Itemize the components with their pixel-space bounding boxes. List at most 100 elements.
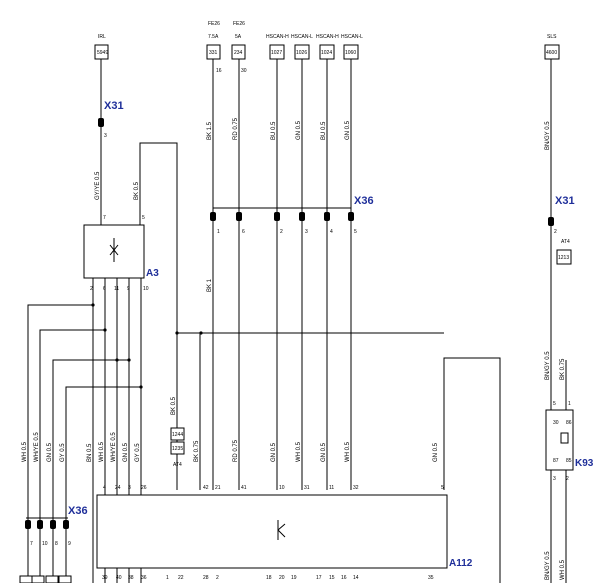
pin-number: 6 bbox=[242, 229, 245, 235]
connector-x31-right: X31 2 bbox=[548, 195, 575, 235]
pin-number: 38 bbox=[128, 575, 134, 581]
ref-fe26-b: FE26 5A 234 30 bbox=[231, 21, 247, 74]
pin-number: 10 bbox=[279, 485, 285, 491]
pin-number: 10 bbox=[42, 541, 48, 547]
pin-number: 5 bbox=[142, 215, 145, 221]
relay-coil-icon bbox=[560, 432, 569, 444]
wire-label: BK 1.5 bbox=[207, 121, 213, 140]
ref-label: SLS bbox=[547, 34, 557, 40]
pin-number: 2 bbox=[90, 286, 93, 292]
ref-fe26-a: FE26 7.5A 331 16 bbox=[206, 21, 222, 74]
wire-label: WH 0.5 bbox=[345, 441, 351, 462]
pin-number: 19 bbox=[291, 575, 297, 581]
wire-label: GN 0.5 bbox=[345, 120, 351, 140]
wires bbox=[27, 59, 567, 583]
component-a112: A112 4 24 3 26 42 21 41 10 31 11 32 5 39… bbox=[96, 485, 473, 581]
wire-label: GN 0.5 bbox=[271, 442, 277, 462]
pin-number: 11 bbox=[329, 485, 334, 491]
pin-number: 5 bbox=[441, 485, 444, 491]
connector-x36-bottom: X36 7 10 8 9 bbox=[19, 505, 88, 583]
ref-hscan-2: HSCAN-L 1026 bbox=[291, 34, 313, 60]
wire-label: GY 0.5 bbox=[60, 443, 66, 462]
pin-number: 28 bbox=[203, 575, 209, 581]
pin-number: 6 bbox=[103, 286, 106, 292]
pin-number: 3 bbox=[128, 485, 131, 491]
pin-number: 7 bbox=[30, 541, 33, 547]
pin-number: 7 bbox=[103, 215, 106, 221]
ref-sls: SLS 4600 bbox=[544, 34, 560, 60]
pin-number: 31 bbox=[304, 485, 310, 491]
pin-number: 2 bbox=[566, 476, 569, 482]
at4-left: 1244 1235 AT4 bbox=[170, 427, 185, 468]
pin-number: 11 bbox=[114, 286, 119, 292]
ref-label: IRL bbox=[98, 34, 106, 40]
connector-x36-top: X36 1 6 2 3 4 5 bbox=[210, 195, 374, 235]
ref-label: HSCAN-L bbox=[341, 34, 363, 40]
pin-number: 87 bbox=[553, 458, 559, 464]
pin-number: 30 bbox=[553, 420, 559, 426]
ref-label: AT4 bbox=[173, 462, 182, 468]
junctions bbox=[91, 303, 203, 389]
ref-label: AT4 bbox=[561, 239, 570, 245]
wire-label: GY 0.5 bbox=[135, 443, 141, 462]
connector-name: X36 bbox=[354, 195, 374, 207]
pin-number: 8 bbox=[55, 541, 58, 547]
pin-number: 2 bbox=[280, 229, 283, 235]
component-a3: A3 7 5 2 6 11 9 10 bbox=[83, 215, 159, 292]
component-name: A112 bbox=[449, 558, 473, 569]
pin-number: 21 bbox=[215, 485, 221, 491]
wire-label: BN/GY 0.5 bbox=[545, 551, 551, 580]
ref-box bbox=[544, 44, 560, 60]
wire-label: GN 0.5 bbox=[296, 120, 302, 140]
pin-number: 16 bbox=[216, 68, 222, 74]
connector-x31-left: X31 3 bbox=[98, 100, 124, 139]
ref-box-text: 331 bbox=[209, 50, 218, 56]
wire-label: GN 0.5 bbox=[321, 442, 327, 462]
transistor-icon bbox=[109, 238, 119, 262]
wire-label: BN/GY 0.5 bbox=[545, 351, 551, 380]
wire-label: BU 0.5 bbox=[271, 121, 277, 140]
pin-number: 5 bbox=[553, 401, 556, 407]
ref-box-text: 1235 bbox=[172, 446, 183, 452]
wire-label: BN 0.5 bbox=[87, 443, 93, 462]
pin-number: 30 bbox=[241, 68, 247, 74]
ref-hscan-1: HSCAN-H 1027 bbox=[266, 34, 289, 60]
wire-label: WH 0.5 bbox=[99, 441, 105, 462]
pin-number: 39 bbox=[102, 575, 108, 581]
wire-label: BK 1 bbox=[207, 278, 213, 292]
a112-body bbox=[96, 494, 448, 569]
ref-box-text: 1026 bbox=[296, 50, 307, 56]
pin-number: 2 bbox=[216, 575, 219, 581]
pin-number: 24 bbox=[115, 485, 121, 491]
wire-label: WH/YE 0.5 bbox=[34, 432, 40, 462]
component-name: K93 bbox=[575, 458, 594, 469]
pin-number: 86 bbox=[566, 420, 572, 426]
pin-number: 10 bbox=[143, 286, 149, 292]
ref-box-text: 1244 bbox=[172, 432, 183, 438]
ref-box-text: 1024 bbox=[321, 50, 332, 56]
wire-label: GY/YE 0.5 bbox=[95, 171, 101, 200]
pin-number: 3 bbox=[305, 229, 308, 235]
ref-label: HSCAN-H bbox=[266, 34, 289, 40]
ref-hscan-4: HSCAN-L 1060 bbox=[341, 34, 363, 60]
pin-number: 14 bbox=[353, 575, 359, 581]
wire-label: BK 0.75 bbox=[194, 440, 200, 462]
pin-number: 15 bbox=[329, 575, 335, 581]
connector-name: X31 bbox=[555, 195, 575, 207]
ref-label: FE26 bbox=[233, 21, 245, 27]
ref-box-text: 4600 bbox=[546, 50, 557, 56]
pin-number: 41 bbox=[241, 485, 247, 491]
ref-box-text: 1213 bbox=[558, 255, 569, 261]
pin-number: 2 bbox=[554, 229, 557, 235]
wire-label: WH/YE 0.5 bbox=[111, 432, 117, 462]
pin-number: 22 bbox=[178, 575, 184, 581]
pin-number: 36 bbox=[141, 575, 147, 581]
component-k93: K93 5 1 30 86 87 85 3 2 bbox=[545, 401, 594, 482]
ref-box bbox=[556, 249, 572, 265]
wire-label: RD 0.75 bbox=[233, 439, 239, 462]
pin-number: 1 bbox=[568, 401, 571, 407]
ref-label: 7.5A bbox=[208, 34, 219, 40]
pin-number: 5 bbox=[354, 229, 357, 235]
wire-label: BN/GY 0.5 bbox=[545, 121, 551, 150]
